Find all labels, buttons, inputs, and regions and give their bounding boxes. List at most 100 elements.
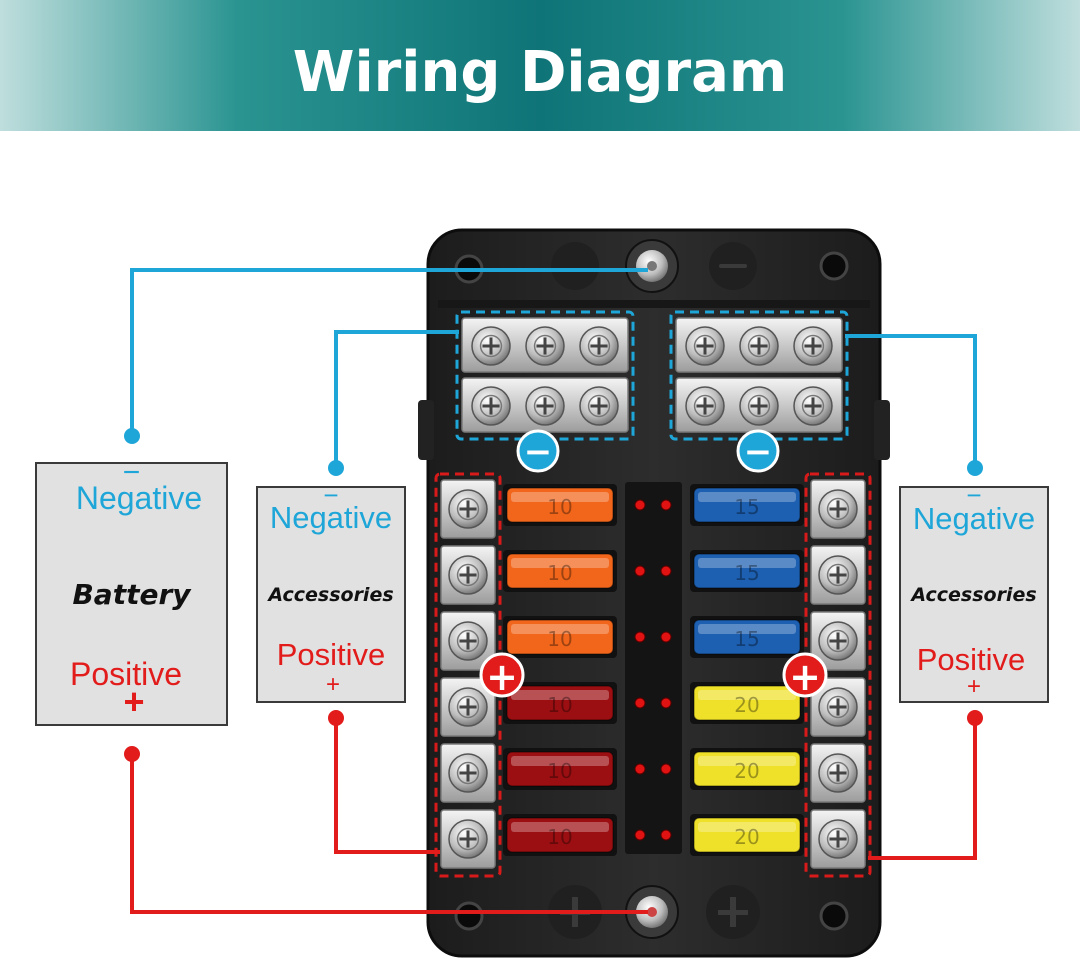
svg-text:−: − bbox=[744, 432, 773, 472]
fuse-rating: 10 bbox=[547, 561, 572, 585]
fuse-rating: 10 bbox=[547, 825, 572, 849]
right-accessories-box bbox=[899, 486, 1049, 703]
wire-right-accessory-positive bbox=[868, 710, 983, 860]
battery-label: Battery bbox=[72, 578, 191, 611]
fuse-rating: 15 bbox=[734, 627, 759, 651]
right-accessories-minus-sign: − bbox=[966, 480, 982, 510]
svg-text:+: + bbox=[789, 655, 821, 699]
fuse-array: 10 10 10 10 10 10 15 15 15 20 20 20 bbox=[503, 484, 804, 856]
right-accessories-negative-label: Negative bbox=[912, 501, 1036, 536]
blade-fuse: 10 bbox=[503, 484, 617, 526]
right-accessories-label: Accessories bbox=[911, 584, 1037, 606]
negative-symbol: − bbox=[736, 429, 780, 473]
left-accessories-label: Accessories bbox=[268, 584, 394, 606]
battery-box bbox=[35, 462, 228, 726]
wire-battery-negative bbox=[124, 268, 648, 444]
right-accessories-plus-sign: + bbox=[966, 673, 981, 700]
terminal-screw bbox=[471, 326, 511, 366]
fuse-rating: 15 bbox=[734, 495, 759, 519]
terminal-screw bbox=[818, 489, 858, 529]
blade-fuse: 20 bbox=[690, 748, 804, 790]
fuse-rating: 10 bbox=[547, 495, 572, 519]
led bbox=[660, 631, 672, 643]
positive-terminals bbox=[440, 479, 866, 869]
main-positive-stud bbox=[625, 885, 679, 939]
wire-left-accessory-negative bbox=[328, 330, 459, 476]
positive-symbol: + bbox=[782, 652, 828, 699]
led bbox=[634, 631, 646, 643]
terminal-screw bbox=[739, 326, 779, 366]
terminal-screw bbox=[793, 386, 833, 426]
terminal-screw bbox=[579, 386, 619, 426]
blade-fuse: 15 bbox=[690, 616, 804, 658]
led bbox=[660, 829, 672, 841]
terminal-screw bbox=[525, 386, 565, 426]
terminal-screw bbox=[818, 687, 858, 727]
terminal-screw bbox=[793, 326, 833, 366]
terminal-screw bbox=[818, 819, 858, 859]
fuse-rating: 10 bbox=[547, 693, 572, 717]
left-accessories-plus-sign: + bbox=[325, 671, 340, 698]
terminal-screw bbox=[818, 753, 858, 793]
fuse-rating: 15 bbox=[734, 561, 759, 585]
led bbox=[634, 697, 646, 709]
led bbox=[634, 829, 646, 841]
terminal-screw bbox=[685, 386, 725, 426]
left-accessories-negative-label: Negative bbox=[269, 500, 393, 535]
svg-text:+: + bbox=[486, 655, 518, 699]
blade-fuse: 15 bbox=[690, 550, 804, 592]
left-accessories-positive-label: Positive bbox=[276, 637, 386, 672]
led bbox=[634, 565, 646, 577]
led bbox=[660, 697, 672, 709]
blade-fuse: 10 bbox=[503, 748, 617, 790]
terminal-screw bbox=[448, 621, 488, 661]
fuse-rating: 20 bbox=[734, 693, 759, 717]
terminal-screw bbox=[525, 326, 565, 366]
terminal-screw bbox=[818, 555, 858, 595]
blade-fuse: 20 bbox=[690, 682, 804, 724]
negative-symbol: − bbox=[516, 429, 560, 473]
led bbox=[660, 499, 672, 511]
positive-symbol: + bbox=[479, 652, 525, 699]
terminal-screw bbox=[448, 819, 488, 859]
blade-fuse: 10 bbox=[503, 616, 617, 658]
led bbox=[634, 499, 646, 511]
svg-text:−: − bbox=[524, 432, 553, 472]
left-accessories-box bbox=[256, 486, 406, 703]
page-title: Wiring Diagram bbox=[292, 40, 788, 105]
led bbox=[634, 763, 646, 775]
battery-positive-label: Positive bbox=[69, 656, 183, 692]
wire-left-accessory-positive bbox=[328, 710, 440, 854]
blade-fuse: 10 bbox=[503, 814, 617, 856]
left-accessories-minus-sign: − bbox=[323, 480, 339, 510]
terminal-screw bbox=[739, 386, 779, 426]
terminal-screw bbox=[448, 753, 488, 793]
battery-plus-sign: + bbox=[123, 681, 145, 722]
right-accessories-positive-label: Positive bbox=[916, 642, 1026, 677]
fuse-rating: 20 bbox=[734, 759, 759, 783]
terminal-screw bbox=[818, 621, 858, 661]
battery-minus-sign: − bbox=[122, 456, 141, 489]
fuse-rating: 10 bbox=[547, 759, 572, 783]
blade-fuse: 10 bbox=[503, 550, 617, 592]
indicator-leds bbox=[634, 499, 672, 841]
terminal-screw bbox=[579, 326, 619, 366]
terminal-screw bbox=[448, 555, 488, 595]
negative-bus-bars bbox=[461, 317, 843, 433]
battery-negative-label: Negative bbox=[75, 480, 203, 516]
terminal-screw bbox=[448, 687, 488, 727]
terminal-screw bbox=[471, 386, 511, 426]
wire-right-accessory-negative bbox=[845, 334, 983, 476]
terminal-screw bbox=[685, 326, 725, 366]
blade-fuse: 15 bbox=[690, 484, 804, 526]
fuse-rating: 10 bbox=[547, 627, 572, 651]
wire-battery-positive bbox=[124, 746, 648, 914]
terminal-screw bbox=[448, 489, 488, 529]
title-banner: Wiring Diagram bbox=[0, 0, 1080, 131]
blade-fuse: 10 bbox=[503, 682, 617, 724]
main-negative-stud bbox=[625, 239, 679, 293]
fuse-rating: 20 bbox=[734, 825, 759, 849]
blade-fuse: 20 bbox=[690, 814, 804, 856]
led bbox=[660, 565, 672, 577]
